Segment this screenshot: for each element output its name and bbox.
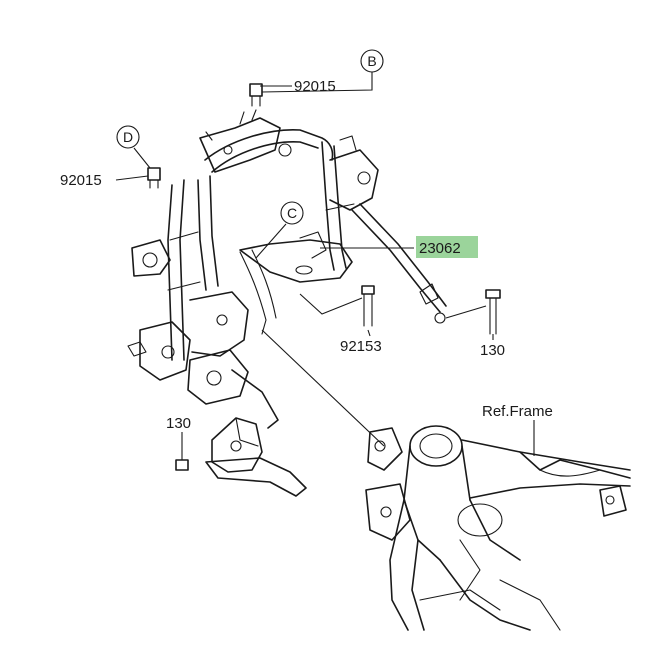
callout-b-letter: B xyxy=(367,53,376,69)
highlight-box xyxy=(416,236,478,258)
callout-c-letter: C xyxy=(287,205,297,221)
label-130-left: 130 xyxy=(166,415,191,432)
nut-92015-top xyxy=(249,83,263,107)
callout-d-letter: D xyxy=(123,129,133,145)
callout-c: C xyxy=(280,201,304,225)
label-23062-highlight: 23062 xyxy=(416,236,478,258)
lower-bracket xyxy=(175,417,307,497)
main-frame xyxy=(365,425,631,631)
leader-lines xyxy=(115,72,535,456)
label-ref-frame: Ref.Frame xyxy=(482,403,553,420)
bolt-130-right xyxy=(485,289,501,335)
callout-d: D xyxy=(116,125,140,149)
subframe-assembly xyxy=(127,109,447,429)
callout-b: B xyxy=(360,49,384,73)
label-23062: 23062 xyxy=(419,240,461,257)
label-130-right: 130 xyxy=(480,342,505,359)
label-92015-left: 92015 xyxy=(60,172,102,189)
label-92153: 92153 xyxy=(340,338,382,355)
bolt-92153 xyxy=(361,285,375,327)
nut-92015-left xyxy=(147,167,161,189)
label-92015-top: 92015 xyxy=(294,78,336,95)
